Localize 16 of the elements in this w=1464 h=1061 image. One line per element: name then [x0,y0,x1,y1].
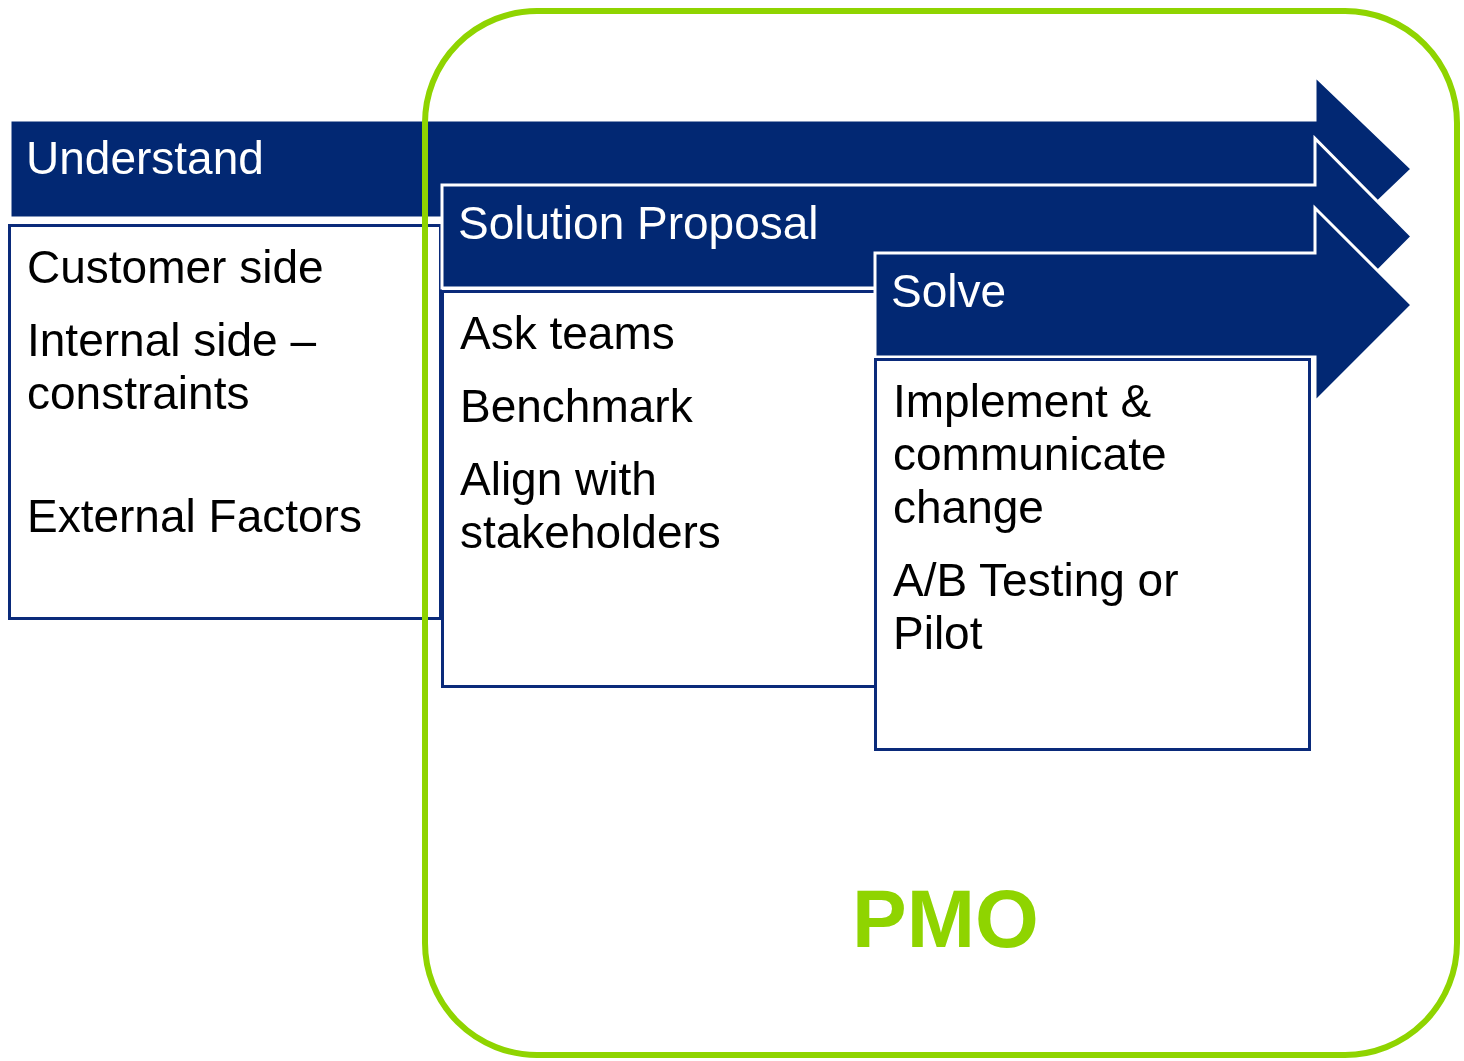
stage-title: Understand [26,132,264,184]
stage-title: Solve [891,265,1007,317]
list-item: Customer side [27,241,325,294]
group-outline [422,8,1460,1058]
stage-title: Solution Proposal [458,197,819,249]
list-item: Internal side – constraints [27,314,317,420]
content-panel [874,358,1311,751]
group-label: PMO [852,874,1039,964]
list-item: Benchmark [460,380,694,433]
list-item: Align with stakeholders [460,453,722,559]
list-item: A/B Testing or Pilot [893,554,1180,660]
list-item: External Factors [27,490,363,543]
list-item: Implement & communicate change [893,375,1168,534]
content-panel [8,224,442,620]
content-panel [441,290,877,688]
list-item: Ask teams [460,307,676,360]
